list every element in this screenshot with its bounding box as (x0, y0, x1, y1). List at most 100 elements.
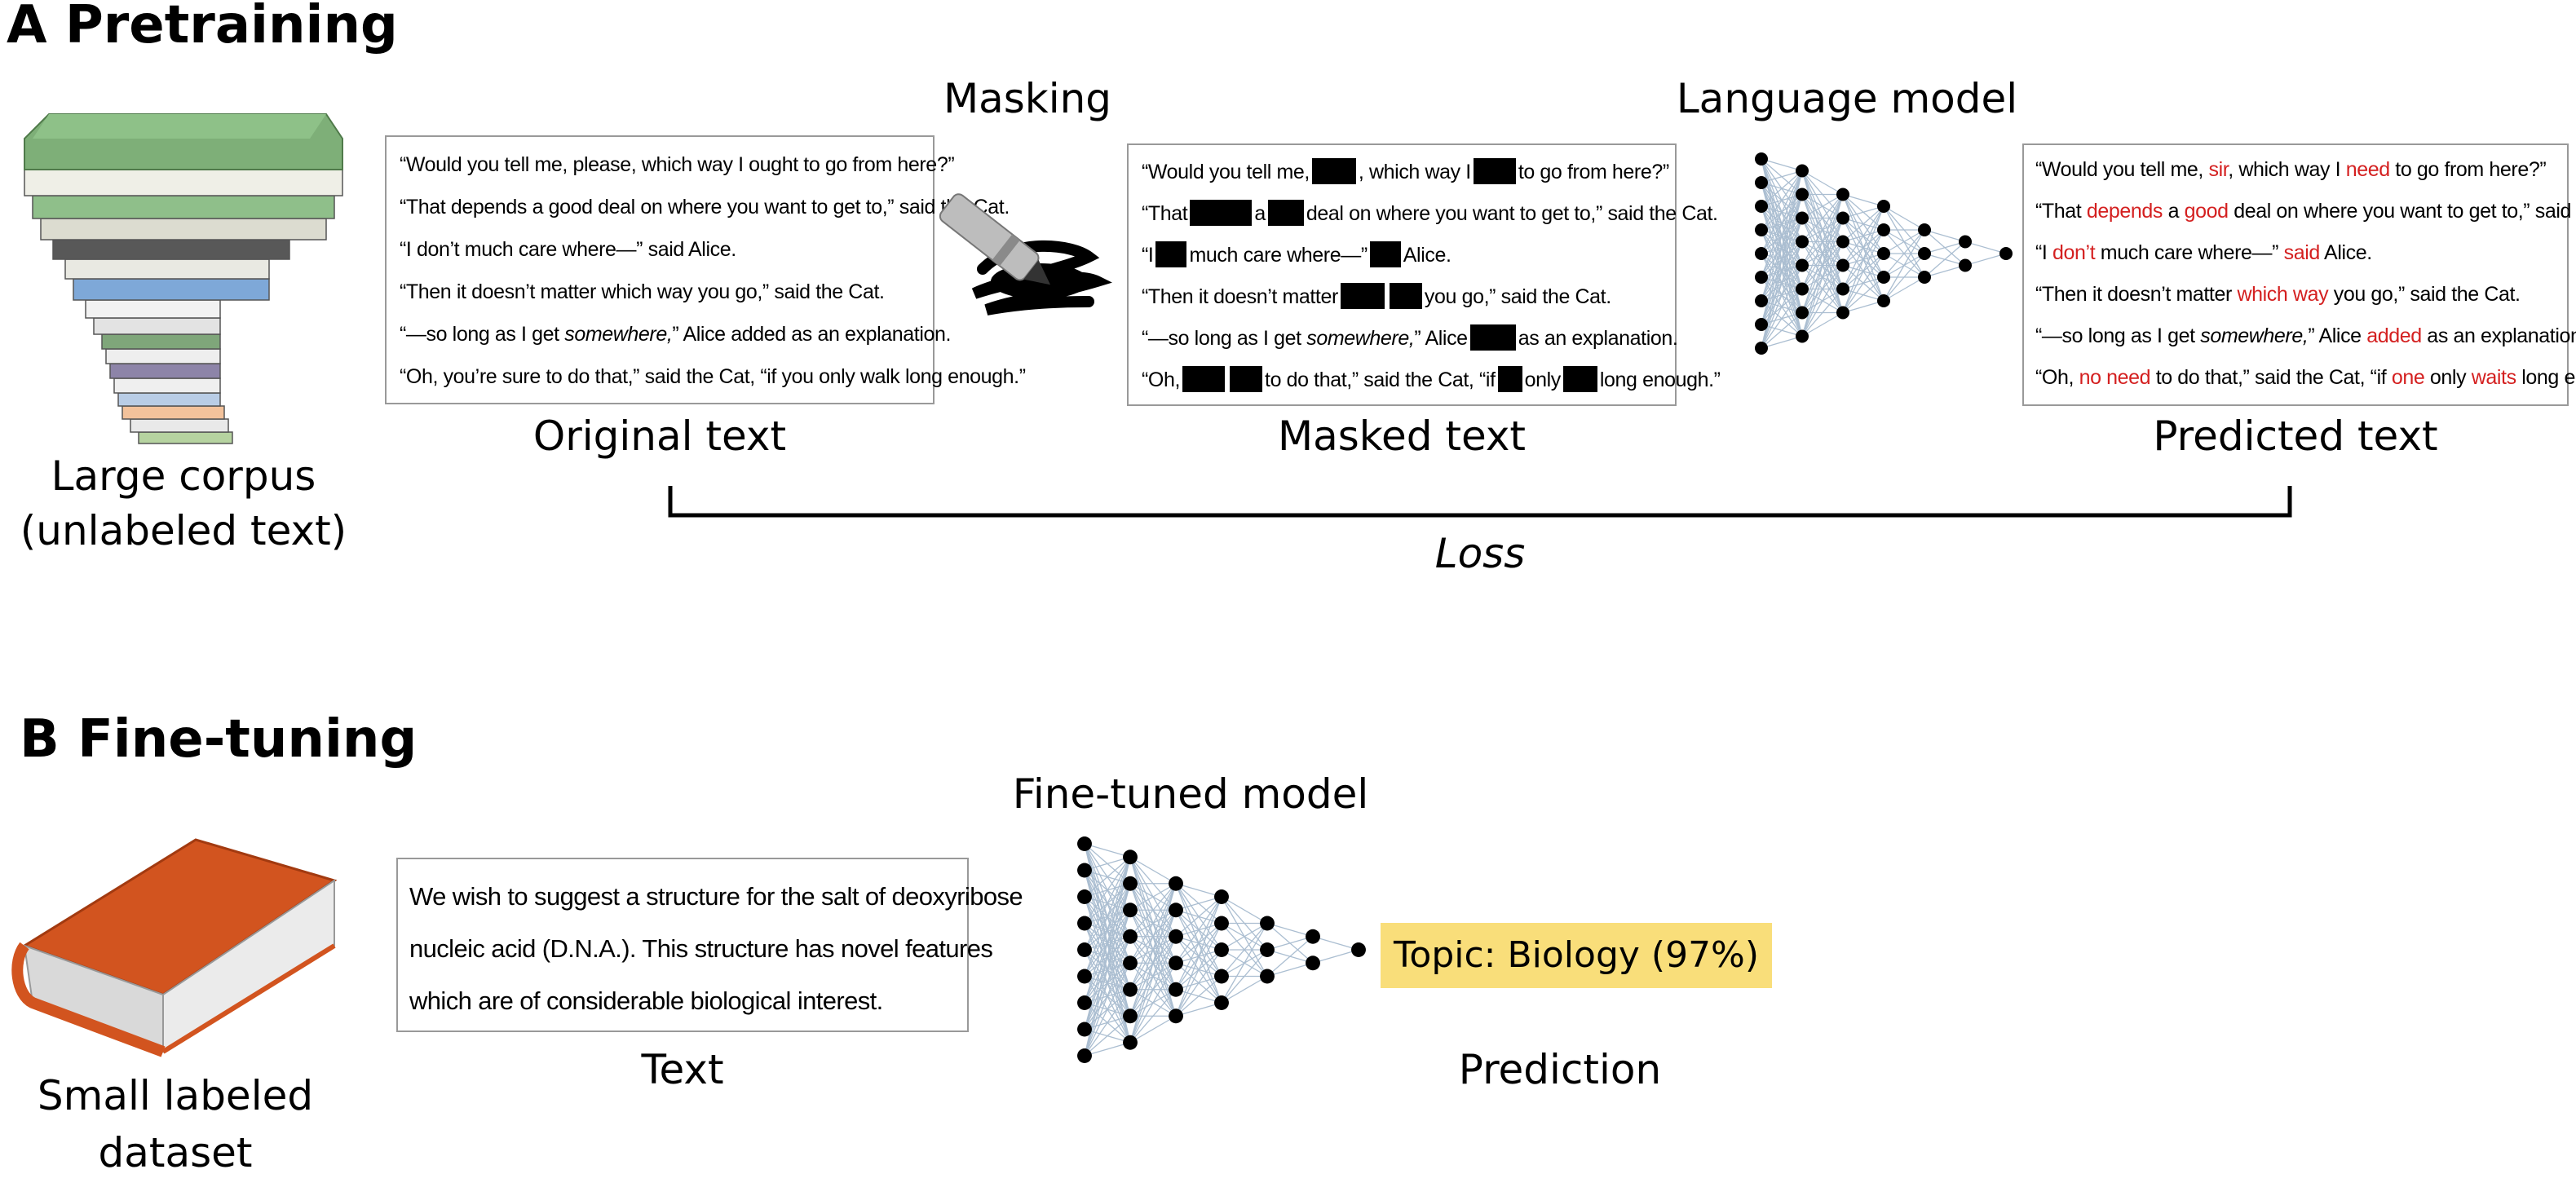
corpus-label-line1: Large corpus (51, 452, 316, 500)
mask-block (1469, 324, 1516, 351)
network-node (1836, 306, 1849, 320)
network-node (1123, 955, 1138, 971)
network-node (1796, 164, 1809, 178)
original-line-5: “—so long as I get somewhere,” Alice add… (400, 323, 952, 346)
original-line-1: “Would you tell me, please, which way I … (400, 153, 955, 176)
mask-block (1340, 283, 1385, 309)
network-node (1169, 876, 1183, 891)
original-line-3: “I don’t much care where—” said Alice. (400, 238, 736, 261)
panel-a-title: A Pretraining (7, 0, 398, 55)
mask-block (1473, 158, 1516, 184)
network-node (1796, 306, 1809, 320)
mask-block (1155, 241, 1187, 267)
input-text-line-3: which are of considerable biological int… (409, 986, 883, 1015)
prediction-label: Prediction (1458, 1046, 1662, 1093)
network-node (1123, 982, 1138, 997)
network-node (1169, 982, 1183, 997)
predicted-line-4: “Then it doesn’t matter which way you go… (2035, 283, 2521, 306)
network-node (1755, 342, 1768, 355)
network-node (1169, 955, 1183, 971)
network-node (1755, 152, 1768, 165)
network-node (1796, 211, 1809, 225)
network-node (1796, 282, 1809, 296)
dataset-label-line1: Small labeled (37, 1072, 314, 1119)
network-node (1214, 969, 1229, 984)
mask-block (1497, 366, 1522, 392)
mask-block (1311, 158, 1356, 184)
mask-block (1369, 241, 1401, 267)
network-node (1306, 929, 1320, 944)
network-node (1755, 271, 1768, 284)
network-node (1077, 969, 1092, 984)
network-node (1877, 247, 1890, 260)
masked-text-label: Masked text (1277, 413, 1527, 460)
network-node (1169, 903, 1183, 918)
predicted-line-5: “—so long as I get somewhere,” Alice add… (2035, 324, 2576, 347)
predicted-line-3: “I don’t much care where—” said Alice. (2035, 241, 2372, 264)
network-node (1755, 318, 1768, 331)
predicted-line-1: “Would you tell me, sir, which way I nee… (2035, 158, 2547, 181)
network-node (1836, 235, 1849, 249)
network-node (1836, 282, 1849, 296)
network-node (1306, 955, 1320, 971)
original-line-4: “Then it doesn’t matter which way you go… (400, 280, 885, 303)
network-node (1260, 916, 1275, 931)
network-node (1077, 916, 1092, 931)
mask-block (1182, 366, 1226, 392)
input-text-line-2: nucleic acid (D.N.A.). This structure ha… (409, 934, 993, 963)
network-node (1796, 235, 1809, 249)
language-model-label: Language model (1676, 75, 2018, 122)
book-stack-icon (24, 113, 343, 444)
fine-tuned-model-label: Fine-tuned model (1012, 770, 1369, 818)
original-line-2: “That depends a good deal on where you w… (400, 196, 1010, 218)
network-node (1918, 247, 1931, 260)
network-node (1077, 1048, 1092, 1063)
predicted-text-label: Predicted text (2153, 413, 2438, 460)
mask-block (1389, 283, 1422, 309)
predicted-line-6: “Oh, no need to do that,” said the Cat, … (2035, 366, 2576, 389)
panel-b-title: B Fine-tuning (20, 709, 418, 770)
network-node (1077, 995, 1092, 1010)
predicted-line-2: “That depends a good deal on where you w… (2035, 200, 2576, 223)
network-node (1959, 235, 1972, 249)
network-node (1260, 969, 1275, 984)
original-text-label: Original text (532, 413, 787, 460)
network-node (1836, 211, 1849, 225)
network-node (1214, 916, 1229, 931)
mask-block (1562, 366, 1597, 392)
marker-scribble-icon (939, 193, 1112, 316)
mask-block (1230, 366, 1263, 392)
network-node (1214, 995, 1229, 1010)
network-node (1877, 271, 1890, 284)
network-node (1755, 176, 1768, 189)
network-node (1123, 876, 1138, 891)
network-node (1755, 223, 1768, 236)
network-node (1077, 889, 1092, 904)
network-node (1959, 258, 1972, 272)
network-node (1877, 223, 1890, 236)
input-text-box: We wish to suggest a structure for the s… (396, 858, 1023, 1032)
network-node (1836, 258, 1849, 272)
network-node (1169, 929, 1183, 944)
corpus-label-line2: (unlabeled text) (20, 507, 347, 554)
network-node (1918, 223, 1931, 236)
network-node (1077, 1022, 1092, 1037)
network-node (1077, 836, 1092, 851)
network-node (1123, 903, 1138, 918)
network-node (1260, 942, 1275, 957)
network-node (1214, 942, 1229, 957)
original-text-box: “Would you tell me, please, which way I … (385, 135, 1026, 404)
loss-label: Loss (1434, 530, 1526, 577)
dataset-label-line2: dataset (98, 1129, 253, 1176)
network-node (1796, 188, 1809, 201)
network-node (1214, 889, 1229, 904)
network-node (1796, 329, 1809, 343)
network-node (1918, 271, 1931, 284)
